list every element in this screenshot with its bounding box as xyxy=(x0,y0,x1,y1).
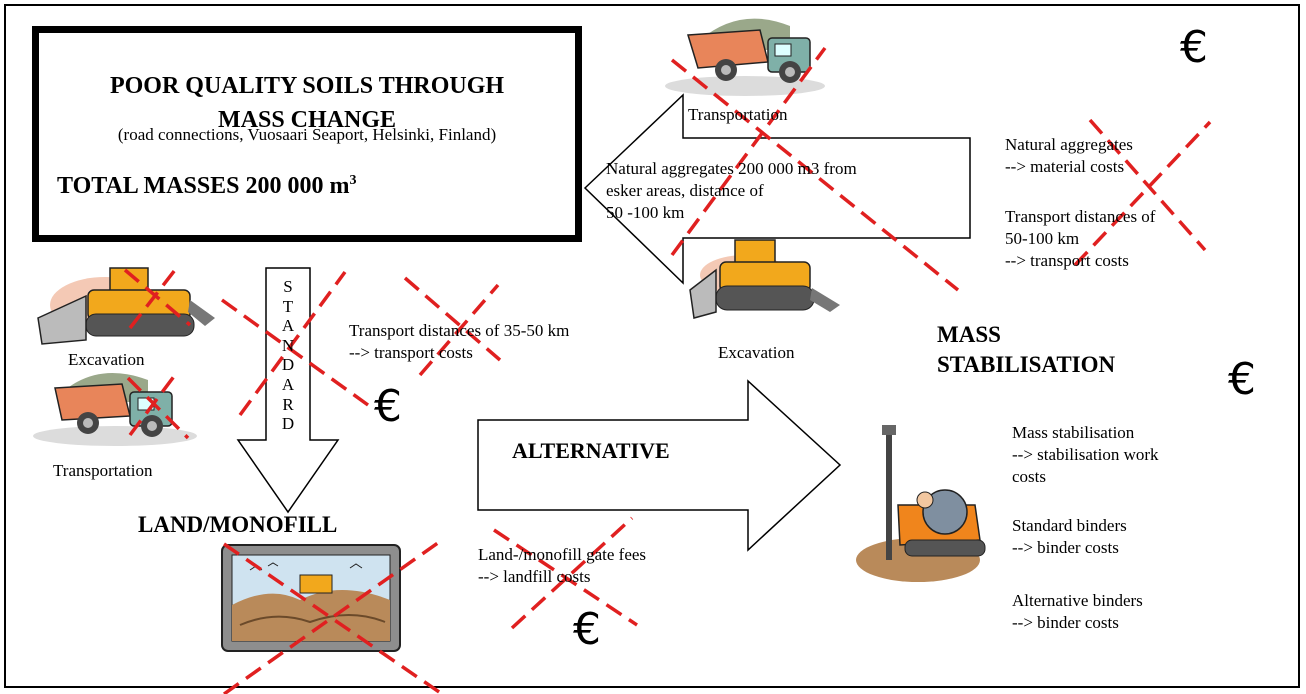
cost-line: Land-/monofill gate fees xyxy=(478,545,647,564)
standard-vertical-label: S T A N D A R D xyxy=(280,277,296,434)
truck-left-icon xyxy=(33,372,197,446)
cost-line: --> landfill costs xyxy=(478,567,591,586)
standard-letter: D xyxy=(281,414,295,434)
natural-aggregates-cost-text: Natural aggregates --> material costs xyxy=(1005,134,1133,178)
cost-line: --> transport costs xyxy=(349,343,473,362)
euro-icon: € xyxy=(1228,354,1256,405)
standard-letter: A xyxy=(281,316,295,336)
cross-transport35-c xyxy=(403,276,502,362)
cross-landfill-a xyxy=(223,542,443,694)
cost-line: Standard binders xyxy=(1012,516,1127,535)
transportation-top-label: Transportation xyxy=(688,105,788,124)
land-monofill-label: LAND/MONOFILL xyxy=(138,512,338,537)
standard-letter: R xyxy=(282,394,294,414)
cross-costs-b xyxy=(1073,120,1212,267)
gate-fees-text: Land-/monofill gate fees --> landfill co… xyxy=(478,544,646,588)
cross-aggregates-b xyxy=(670,46,827,257)
cross-aggregates-a xyxy=(670,58,960,292)
cross-transport35-d xyxy=(418,283,500,377)
landfill-picture-icon xyxy=(221,544,401,652)
natural-aggregates-line: Natural aggregates 200 000 m3 from xyxy=(606,159,857,178)
title-box: POOR QUALITY SOILS THROUGH MASS CHANGE (… xyxy=(32,26,582,242)
cross-costs-a xyxy=(1088,118,1207,252)
transportation-left-label: Transportation xyxy=(53,461,153,480)
alternative-arrow xyxy=(477,379,842,552)
cross-gatefees-b xyxy=(510,516,634,630)
red-crosses xyxy=(123,46,1212,694)
natural-aggregates-line: esker areas, distance of xyxy=(606,181,764,200)
transport-35-50-text: Transport distances of 35-50 km --> tran… xyxy=(349,320,569,364)
total-masses: TOTAL MASSES 200 000 m3 xyxy=(57,173,357,200)
mass-stabilisation-title: MASS STABILISATION xyxy=(937,320,1115,380)
natural-aggregates-arrow-text: Natural aggregates 200 000 m3 from esker… xyxy=(606,158,857,224)
stabilisation-machine-icon xyxy=(856,425,986,582)
natural-aggregates-line: 50 -100 km xyxy=(606,203,685,222)
cross-truck-left-a xyxy=(126,376,190,440)
excavation-right-label: Excavation xyxy=(718,343,795,362)
cross-truck-left-b xyxy=(128,373,177,437)
euro-icon: € xyxy=(374,381,402,432)
cost-line: --> binder costs xyxy=(1012,613,1119,632)
cross-excav-left-b xyxy=(128,268,177,330)
cost-line: costs xyxy=(1012,467,1046,486)
mass-stabilisation-title-line: STABILISATION xyxy=(937,352,1116,377)
cost-line: Mass stabilisation xyxy=(1012,423,1135,442)
standard-letter: D xyxy=(281,355,295,375)
standard-letter: N xyxy=(281,335,295,355)
title-subtitle: (road connections, Vuosaari Seaport, Hel… xyxy=(117,125,497,144)
cross-gatefees-a xyxy=(493,528,638,627)
standard-arrow xyxy=(236,267,340,514)
cost-line: Natural aggregates xyxy=(1005,135,1133,154)
bulldozer-left-icon xyxy=(37,267,215,345)
standard-binders-text: Standard binders --> binder costs xyxy=(1012,515,1127,559)
cost-line: Alternative binders xyxy=(1012,591,1143,610)
euro-icon: € xyxy=(573,604,601,655)
cost-line: Transport distances of 35-50 km xyxy=(349,321,570,340)
alternative-label: ALTERNATIVE xyxy=(512,438,670,463)
truck-top-icon xyxy=(665,18,825,96)
mass-stab-cost-text: Mass stabilisation --> stabilisation wor… xyxy=(1012,422,1159,488)
cost-line: --> transport costs xyxy=(1005,251,1129,270)
alternative-binders-text: Alternative binders --> binder costs xyxy=(1012,590,1143,634)
cross-landfill-b xyxy=(222,538,444,694)
cost-line: --> material costs xyxy=(1005,157,1125,176)
cost-line: 50-100 km xyxy=(1005,229,1080,248)
transport-distances-cost-text: Transport distances of 50-100 km --> tra… xyxy=(1005,206,1155,272)
outer-frame xyxy=(4,4,1300,688)
standard-letter: A xyxy=(281,374,295,394)
cost-line: Transport distances of xyxy=(1005,207,1156,226)
title-heading: POOR QUALITY SOILS THROUGH MASS CHANGE xyxy=(109,73,505,133)
excavation-left-label: Excavation xyxy=(68,350,145,369)
cross-excav-left-a xyxy=(123,268,192,327)
bulldozer-right-icon xyxy=(689,239,840,319)
cost-line: --> binder costs xyxy=(1012,538,1119,557)
standard-letter: S xyxy=(283,277,293,296)
total-masses-text: TOTAL MASSES 200 000 m xyxy=(57,173,350,199)
natural-aggregates-arrow xyxy=(583,93,971,285)
euro-icon: € xyxy=(1180,22,1208,73)
cross-transport35-a xyxy=(220,298,370,407)
total-masses-sup: 3 xyxy=(349,173,357,188)
cross-transport35-b xyxy=(238,270,347,417)
cost-line: --> stabilisation work xyxy=(1012,445,1159,464)
standard-letter: T xyxy=(282,296,294,316)
mass-stabilisation-title-line: MASS xyxy=(937,322,1001,347)
